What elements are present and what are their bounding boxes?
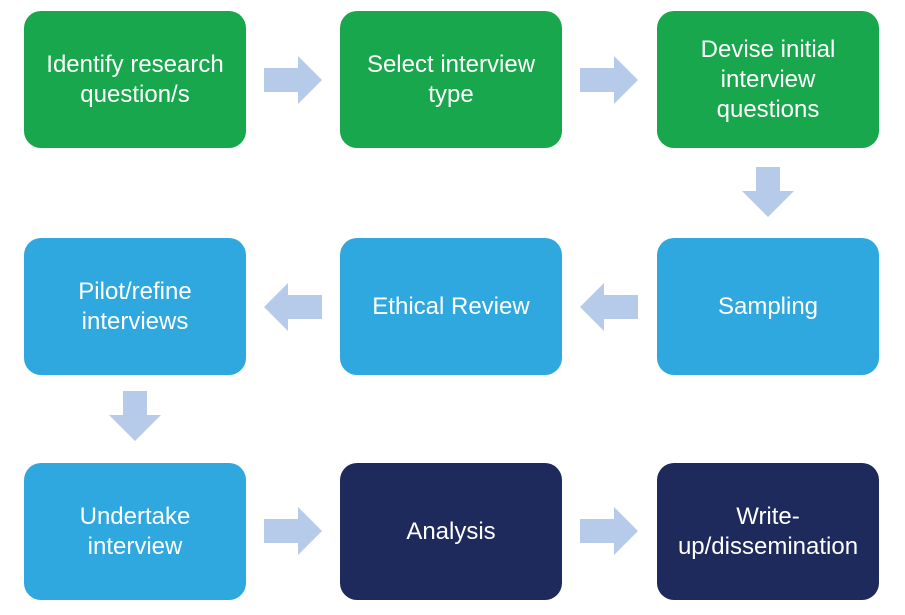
- arrow-left-icon: [580, 283, 638, 331]
- node-sampling: Sampling: [657, 238, 879, 375]
- node-label: Select interview type: [366, 50, 536, 108]
- arrow-right-icon: [264, 507, 322, 555]
- node-label: Write-up/dissemination: [677, 502, 859, 560]
- node-label: Sampling: [717, 292, 819, 320]
- arrow-right-icon: [580, 507, 638, 555]
- arrow-down-icon: [109, 391, 161, 441]
- node-write-up-dissemination: Write-up/dissemination: [657, 463, 879, 600]
- node-identify-research-questions: Identify research question/s: [24, 11, 246, 148]
- node-label: Pilot/refine interviews: [78, 277, 192, 335]
- node-label: Undertake interview: [79, 502, 191, 560]
- node-analysis: Analysis: [340, 463, 562, 600]
- arrow-right-icon: [264, 56, 322, 104]
- arrow-right-icon: [580, 56, 638, 104]
- arrow-down-icon: [742, 167, 794, 217]
- node-select-interview-type: Select interview type: [340, 11, 562, 148]
- node-ethical-review: Ethical Review: [340, 238, 562, 375]
- node-label: Ethical Review: [372, 292, 530, 320]
- node-pilot-refine-interviews: Pilot/refine interviews: [24, 238, 246, 375]
- arrow-left-icon: [264, 283, 322, 331]
- node-label: Devise initial interview questions: [700, 35, 836, 123]
- node-undertake-interview: Undertake interview: [24, 463, 246, 600]
- node-label: Identify research question/s: [46, 50, 224, 108]
- node-label: Analysis: [406, 517, 496, 545]
- node-devise-initial-interview-questions: Devise initial interview questions: [657, 11, 879, 148]
